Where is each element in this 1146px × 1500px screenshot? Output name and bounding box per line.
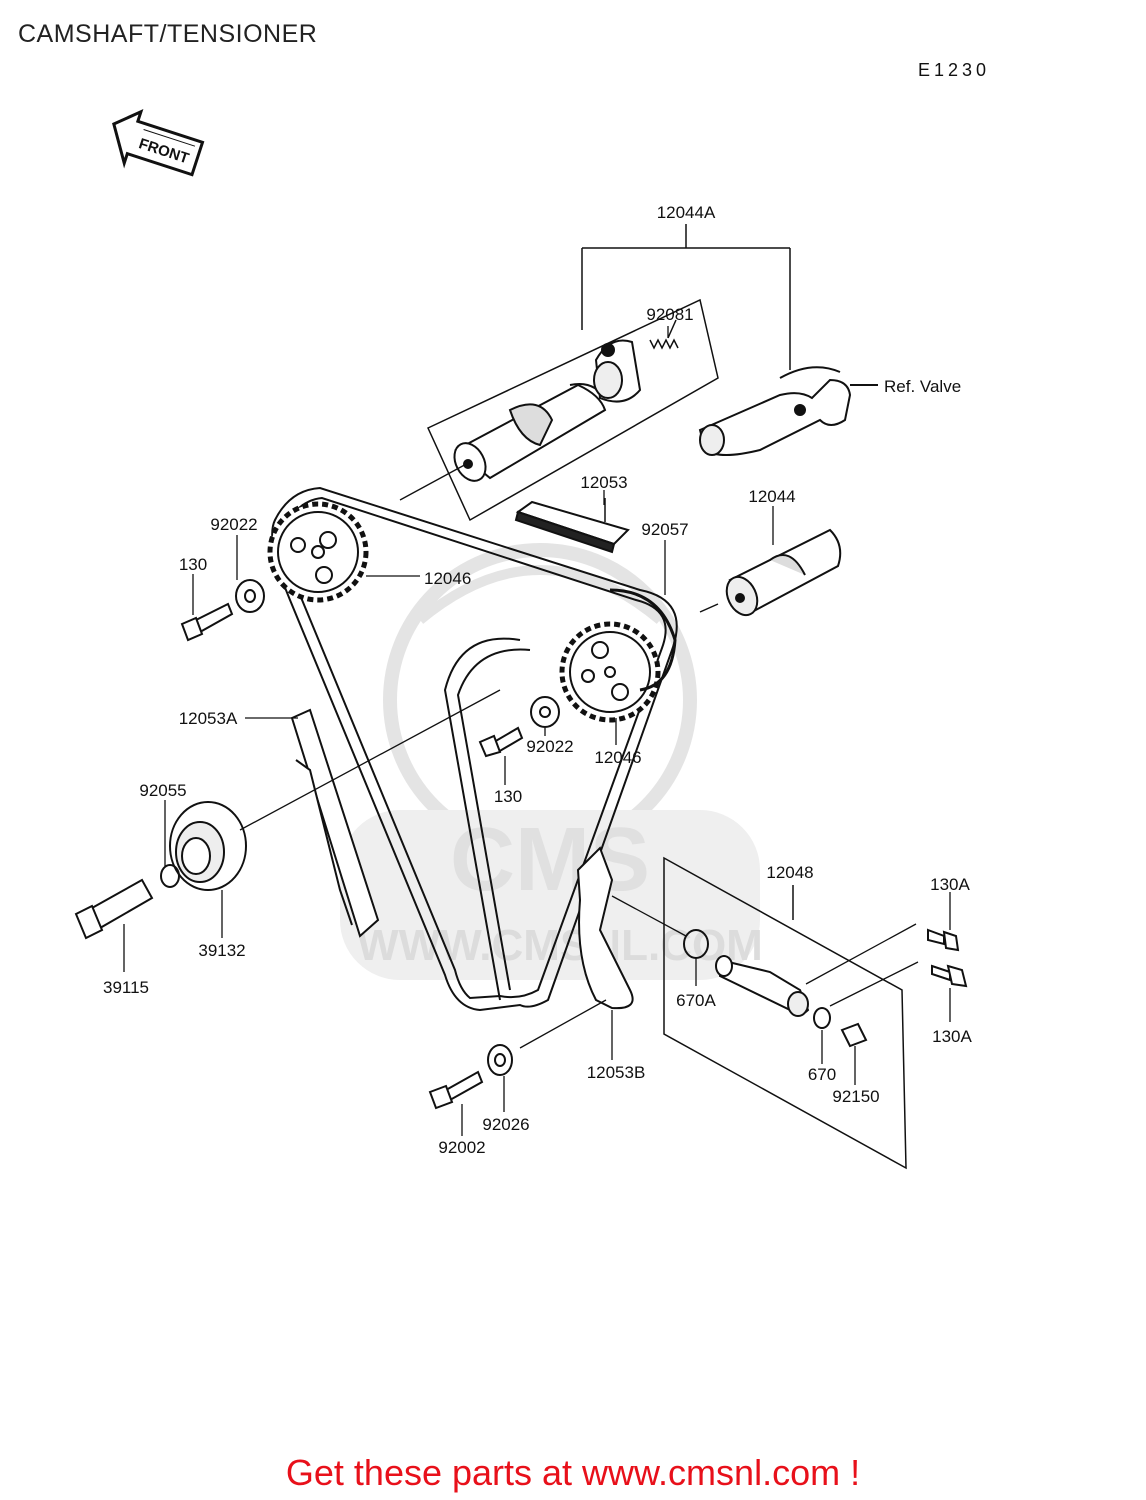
callout-12044a: 12044A — [657, 203, 716, 222]
chain-link-92057-icon — [609, 588, 677, 692]
chain-guide-12053-icon — [514, 498, 630, 554]
sprocket-upper-icon — [267, 501, 369, 603]
bolt-130a-top-icon — [927, 928, 960, 952]
sprocket-lower-icon — [559, 621, 661, 723]
callout-12046-top: 12046 — [424, 569, 471, 588]
leader-lines — [123, 326, 951, 1136]
spring-92081-icon — [649, 319, 679, 350]
callout-130a-bottom: 130A — [932, 1027, 972, 1046]
callout-92022-top: 92022 — [210, 515, 257, 534]
chain-guide-12053a-icon — [290, 708, 380, 938]
callout-12053b: 12053B — [587, 1063, 646, 1082]
callout-92055: 92055 — [139, 781, 186, 800]
washer-92022-mid-icon — [530, 696, 560, 728]
bolt-130-mid-icon — [478, 726, 524, 758]
camshaft-lower-icon — [699, 528, 842, 617]
washer-92022-top-icon — [235, 579, 265, 613]
rocker-arm-icon — [698, 366, 878, 456]
callout-130-top: 130 — [179, 555, 207, 574]
callout-92026: 92026 — [482, 1115, 529, 1134]
assembly-bracket-12044a — [427, 224, 791, 522]
bolt-130a-bottom-icon — [931, 964, 968, 988]
plug-92150-icon — [840, 1022, 868, 1048]
callout-12053: 12053 — [580, 473, 627, 492]
callout-12053a: 12053A — [179, 709, 238, 728]
camshaft-upper-icon — [453, 383, 607, 482]
page-title: CAMSHAFT/TENSIONER — [18, 20, 318, 48]
tensioner-12048-icon — [715, 955, 810, 1017]
callout-92150: 92150 — [832, 1087, 879, 1106]
crank-sprocket-39132-icon — [169, 801, 247, 891]
bolt-92002-icon — [428, 1070, 484, 1110]
tensioner-box-12048 — [663, 856, 907, 1170]
cms-watermark: CMS WWW.CMSNL.COM — [340, 543, 763, 980]
watermark-logo: CMS — [450, 810, 650, 910]
callout-12048: 12048 — [766, 863, 813, 882]
decompressor-icon — [593, 339, 642, 403]
callout-labels: 12044A 92081 Ref. Valve 12053 12044 9205… — [103, 203, 973, 1157]
diagram-code: E1230 — [918, 60, 991, 80]
chain-guide-12053b-icon — [576, 846, 634, 1010]
parts-diagram: CMS WWW.CMSNL.COM FRONT — [74, 109, 973, 1170]
callout-12044: 12044 — [748, 487, 795, 506]
callout-670: 670 — [808, 1065, 836, 1084]
footer-cta-link[interactable]: Get these parts at www.cmsnl.com ! — [285, 1452, 861, 1493]
callout-92002: 92002 — [438, 1138, 485, 1157]
callout-39115: 39115 — [103, 978, 149, 997]
callout-130-mid: 130 — [494, 787, 522, 806]
front-arrow-icon: FRONT — [112, 109, 205, 177]
collar-92026-icon — [487, 1044, 513, 1076]
callout-130a-top: 130A — [930, 875, 970, 894]
callout-670a: 670A — [676, 991, 716, 1010]
oring-670-icon — [813, 1007, 831, 1029]
callout-12046-bottom: 12046 — [594, 748, 641, 767]
oring-92055-icon — [160, 864, 180, 888]
bolt-130-top-icon — [180, 602, 234, 642]
callout-39132: 39132 — [198, 941, 245, 960]
callout-92081: 92081 — [646, 305, 693, 324]
callout-92022-mid: 92022 — [526, 737, 573, 756]
callout-ref-valve: Ref. Valve — [884, 377, 961, 396]
callout-92057: 92057 — [641, 520, 688, 539]
bolt-39115-icon — [74, 878, 154, 940]
